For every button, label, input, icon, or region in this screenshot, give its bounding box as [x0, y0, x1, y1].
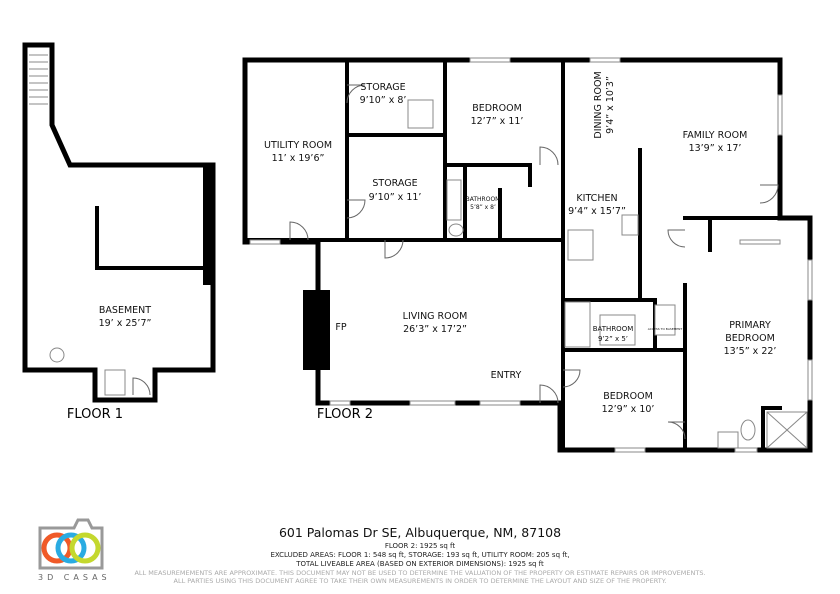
room-dims: 9’4” x 15’7” [568, 206, 626, 217]
room-dims: 9’10” x 11’ [369, 192, 422, 203]
floor-2-plan: ACCESS TO BASEMENT STORAGE 9’10” x 8’ BE… [242, 57, 813, 453]
room-name: BASEMENT [99, 305, 151, 316]
room-name: LIVING ROOM [403, 311, 468, 322]
storage-shelf [407, 99, 434, 129]
doors [289, 84, 779, 440]
total-area: TOTAL LIVEABLE AREA (BASED ON EXTERIOR D… [296, 560, 544, 568]
vanity-icon [599, 314, 636, 346]
disclaimer: ALL MEASUREMEMENTS ARE APPROXIMATE. THIS… [134, 569, 706, 577]
floor-label: FLOOR 1 [67, 407, 123, 422]
address: 601 Palomas Dr SE, Albuquerque, NM, 8710… [278, 525, 562, 540]
room-dims: 9’2” x 5’ [598, 335, 628, 343]
room-dims: 12’7” x 11’ [471, 116, 524, 127]
room-name: PRIMARY [729, 320, 771, 331]
room-name: STORAGE [360, 82, 405, 93]
stove-icon [621, 214, 639, 236]
room-name: FAMILY ROOM [683, 130, 748, 141]
room-name: BEDROOM [603, 391, 653, 402]
water-heater-icon [49, 347, 65, 363]
room-labels: STORAGE 9’10” x 8’ BEDROOM 12’7” x 11’ U… [264, 71, 776, 415]
logo [38, 518, 104, 570]
toilet-icon [740, 419, 756, 441]
fixtures [407, 99, 808, 449]
room-name: STORAGE [372, 178, 417, 189]
floor-label: FLOOR 2 [317, 407, 373, 422]
stairs-note: ACCESS TO BASEMENT [648, 327, 683, 331]
fireplace [303, 290, 330, 370]
room-dims: 5’8” x 8’ [470, 204, 496, 211]
room-name: BATHROOM [466, 196, 501, 203]
sink-icon [717, 431, 739, 449]
room-name: KITCHEN [576, 193, 617, 204]
room-name: UTILITY ROOM [264, 140, 332, 151]
room-name: BEDROOM [472, 103, 522, 114]
stairs-icon [654, 304, 676, 336]
room-name: BEDROOM [725, 333, 775, 344]
excluded-areas: EXCLUDED AREAS: FLOOR 1: 548 sq ft, STOR… [270, 551, 570, 559]
room-dims: 9’10” x 8’ [360, 95, 407, 106]
room-name: BATHROOM [593, 325, 634, 333]
floor-area: FLOOR 2: 1925 sq ft [384, 542, 456, 550]
door-icon [132, 377, 151, 396]
room-dims: 13’9” x 17’ [689, 143, 742, 154]
bathtub-icon [446, 179, 462, 221]
room-dims: 11’ x 19’6” [272, 153, 325, 164]
toilet-icon [448, 223, 464, 237]
room-name: DINING ROOM [593, 71, 604, 138]
room-dims: 26’3” x 17’2” [403, 324, 467, 335]
logo-text: 3D CASAS [38, 573, 111, 582]
bathtub-icon [564, 301, 591, 348]
fireplace-label: FP [335, 322, 346, 333]
room-dims: 13’5” x 22’ [724, 346, 777, 357]
room-dims: 19’ x 25’7” [99, 318, 152, 329]
windows [249, 57, 813, 453]
basement-stairs [29, 54, 126, 396]
floor-1-plan: BASEMENT 19’ x 25’7” FLOOR 1 [22, 42, 216, 422]
floor-1-thick-wall [203, 165, 215, 285]
entry-label: ENTRY [491, 370, 522, 381]
room-dims: 9’4” x 10’3” [605, 76, 616, 134]
kitchen-island [567, 229, 594, 261]
room-dims: 12’9” x 10’ [602, 404, 655, 415]
disclaimer: ALL PARTIES USING THIS DOCUMENT AGREE TO… [173, 577, 667, 585]
